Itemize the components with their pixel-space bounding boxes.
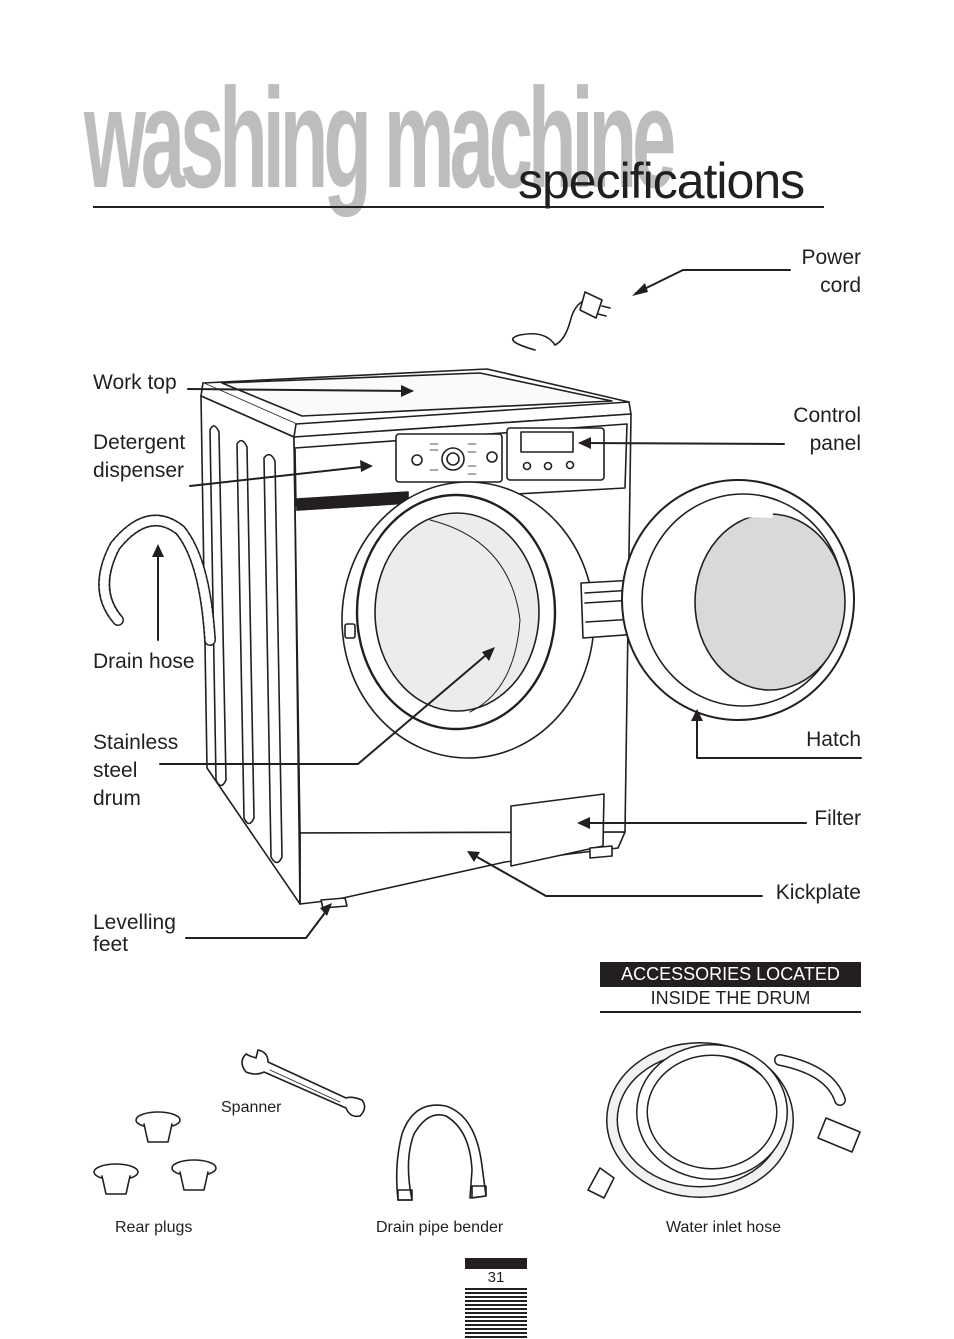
leader-control-panel [579, 442, 785, 445]
label-drain-hose: Drain hose [93, 650, 195, 673]
label-stainless-steel-drum: Stainless steel drum [93, 731, 179, 810]
page-title: specifications [518, 153, 805, 209]
label-filter: Filter [814, 807, 861, 830]
accessories-header: ACCESSORIES LOCATED [600, 962, 861, 987]
power-cord [511, 297, 593, 351]
label-detergent-dispenser: Detergent dispenser [93, 431, 186, 482]
leader-detergent [189, 465, 371, 487]
label-hatch: Hatch [806, 728, 861, 751]
page-title-background-word: washing machine [84, 59, 676, 218]
label-work-top: Work top [93, 371, 177, 394]
hatch-glass [694, 513, 846, 691]
page-number: 31 [487, 1269, 505, 1286]
leader-hatch [696, 711, 862, 759]
rear-plug-icon [93, 1111, 217, 1195]
filter-cover [510, 793, 605, 867]
drum-window [374, 512, 540, 712]
label-levelling-feet: Levelling feet [93, 911, 176, 956]
water-inlet-hose-icon [587, 1042, 861, 1199]
leader-kickplate [469, 852, 763, 897]
title-underline [93, 206, 824, 208]
spanner-icon [241, 1049, 366, 1118]
leader-power-cord [635, 269, 791, 294]
caption-water-inlet-hose: Water inlet hose [666, 1219, 782, 1236]
caption-drain-pipe-bender: Drain pipe bender [376, 1219, 504, 1236]
label-control-panel: Control panel [793, 404, 861, 455]
caption-rear-plugs: Rear plugs [115, 1219, 193, 1236]
label-kickplate: Kickplate [775, 881, 861, 904]
label-power-cord: Power cord [801, 246, 861, 297]
leader-drum [159, 649, 493, 765]
leader-levelling-feet [185, 905, 331, 939]
page-number-bar [465, 1258, 527, 1269]
accessories-subheader: INSIDE THE DRUM [600, 987, 861, 1013]
caption-spanner: Spanner [221, 1099, 282, 1116]
leader-work-top [187, 388, 413, 392]
page-number-stripes [465, 1288, 527, 1339]
